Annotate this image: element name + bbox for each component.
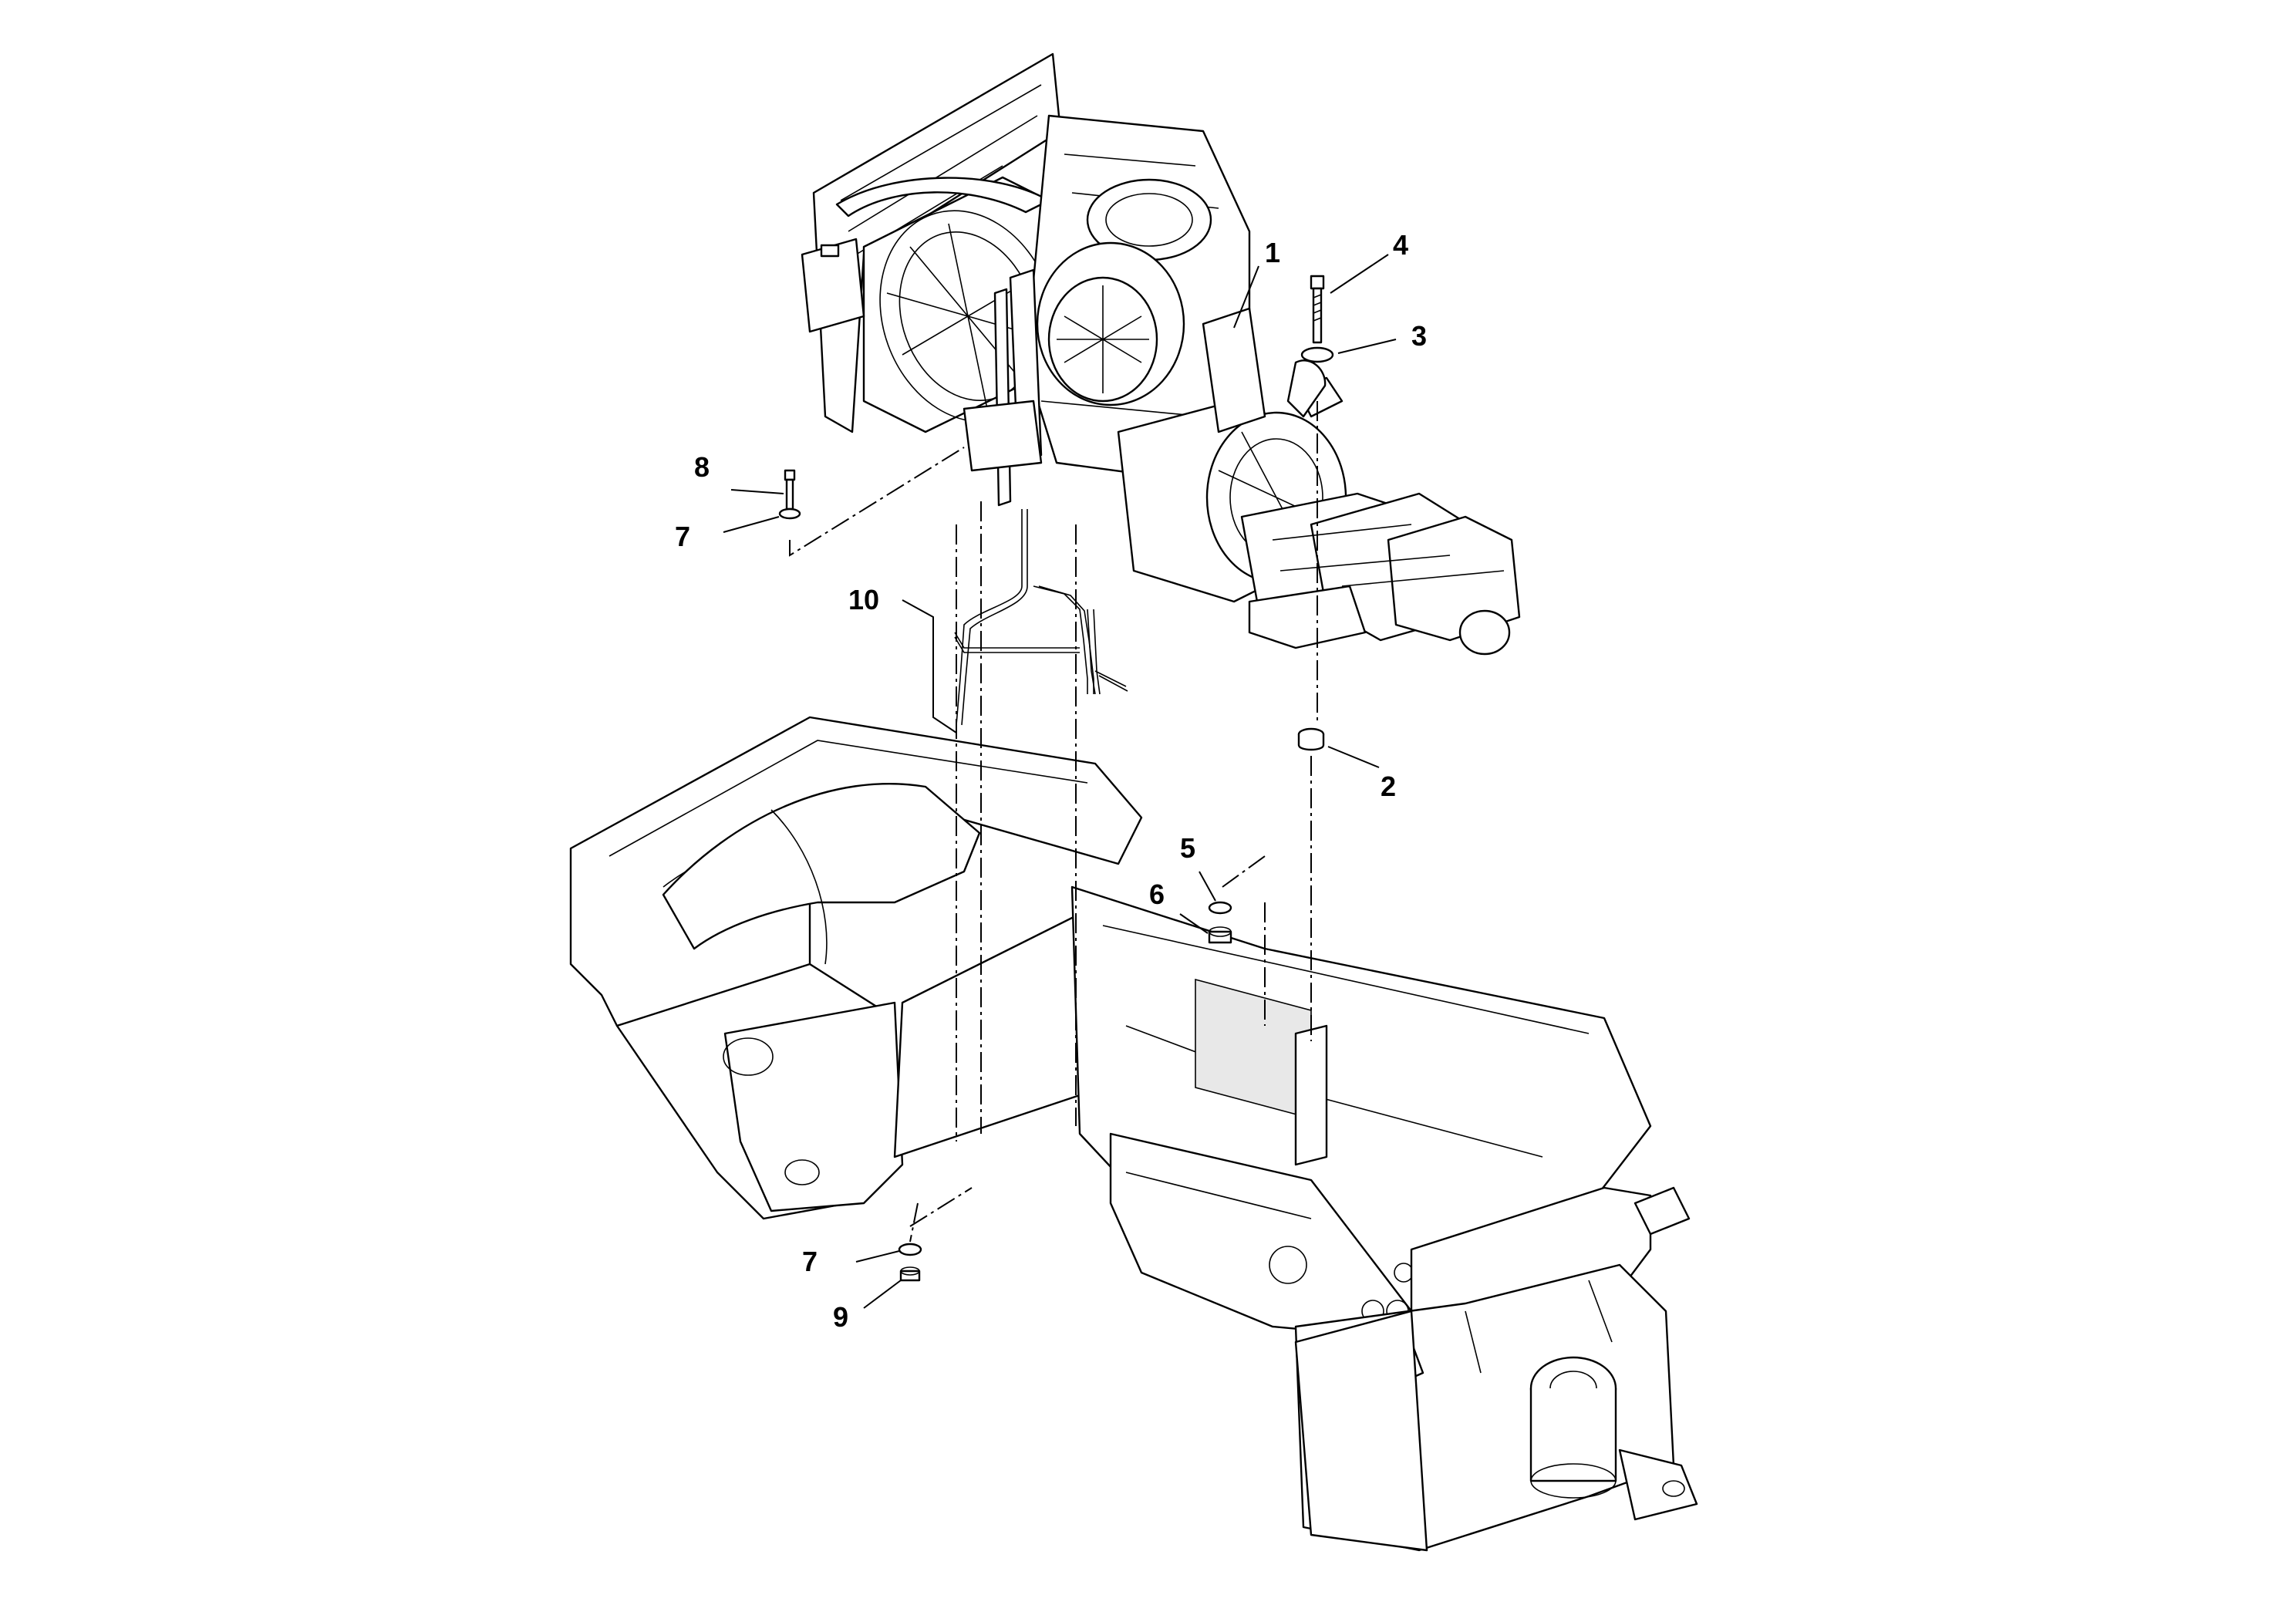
washer-item-7-upper bbox=[778, 508, 801, 520]
nut-item-6 bbox=[1208, 926, 1232, 944]
assembly-phantom-lines bbox=[789, 401, 1318, 1243]
callout-labels: 1 2 3 4 5 6 7 7 8 9 10 bbox=[675, 229, 1427, 1333]
fastener-items bbox=[778, 275, 1334, 1282]
engine-assembly bbox=[801, 52, 1521, 656]
callout-leaders bbox=[723, 254, 1397, 1309]
callout-7-lower: 7 bbox=[802, 1246, 818, 1277]
callout-2: 2 bbox=[1381, 771, 1396, 802]
callout-7-upper: 7 bbox=[675, 521, 690, 552]
callout-1: 1 bbox=[1265, 237, 1280, 268]
callout-8: 8 bbox=[694, 451, 710, 483]
callout-6: 6 bbox=[1149, 878, 1165, 910]
callout-3: 3 bbox=[1411, 320, 1427, 352]
washer-item-3 bbox=[1300, 346, 1334, 363]
callout-10: 10 bbox=[848, 584, 879, 615]
isolator-item-2 bbox=[1297, 727, 1325, 751]
main-frame bbox=[569, 716, 1698, 1552]
nut-item-9 bbox=[899, 1266, 921, 1282]
hydraulic-tube-assembly bbox=[954, 509, 1128, 726]
bolt-item-8 bbox=[784, 469, 796, 511]
callout-9: 9 bbox=[833, 1301, 848, 1333]
callout-4: 4 bbox=[1393, 229, 1408, 261]
callout-5: 5 bbox=[1180, 832, 1195, 864]
washer-item-7-lower bbox=[898, 1243, 922, 1256]
bolt-item-4 bbox=[1310, 275, 1325, 344]
washer-item-5 bbox=[1208, 901, 1232, 915]
